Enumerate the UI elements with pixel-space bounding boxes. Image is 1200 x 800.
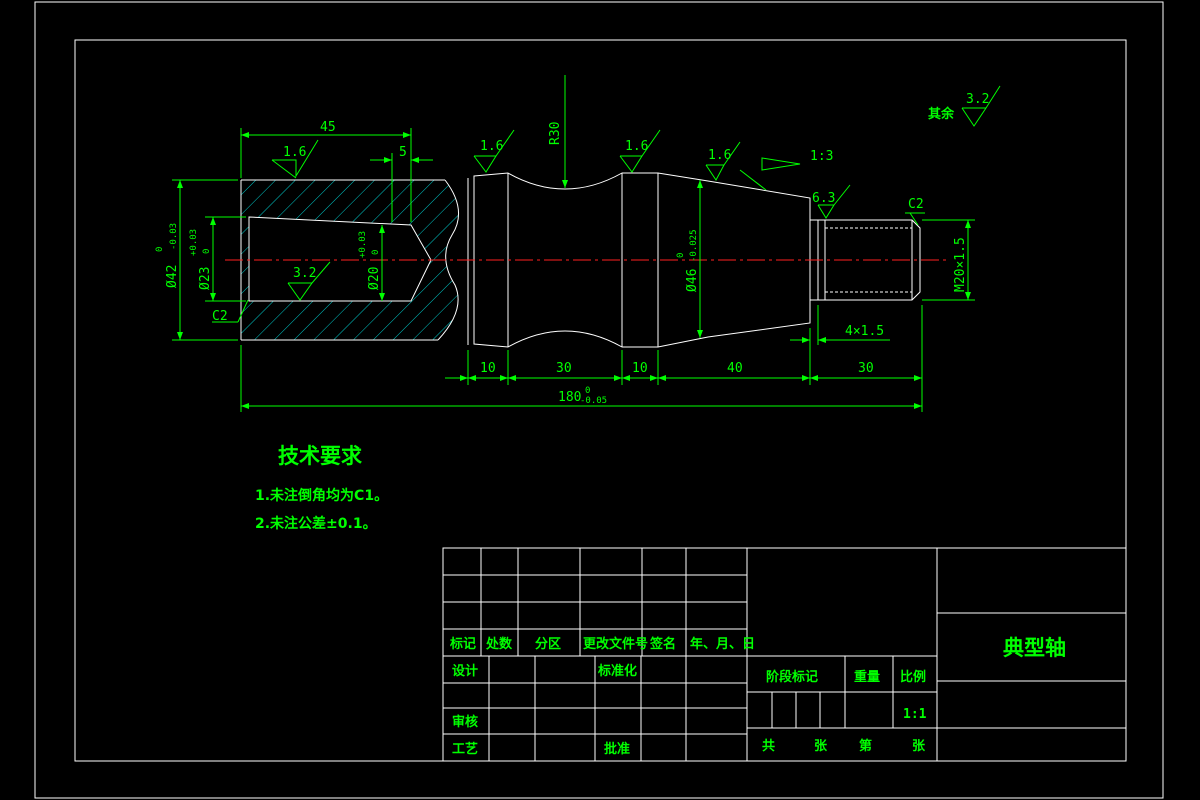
dim-d23-tol-upper: +0.03: [189, 229, 199, 256]
dim-d23: Ø23: [198, 267, 213, 290]
dim-30a: 30: [556, 361, 572, 376]
dim-d46: Ø46: [685, 269, 700, 292]
roughness-5: 1.6: [708, 148, 731, 163]
dim-d20: Ø20: [367, 267, 382, 290]
tb-sheet-no: 第: [859, 738, 872, 754]
tb-count: 处数: [485, 636, 513, 652]
title-block: [442, 547, 1127, 762]
dim-180-tol-lower: -0.05: [580, 396, 607, 406]
dim-5: 5: [399, 145, 407, 160]
dim-r30: R30: [548, 122, 563, 145]
dim-d23-tol-lower: 0: [202, 249, 212, 254]
dim-d42-tol-lower: -0.03: [169, 223, 179, 250]
roughness-1: 1.6: [283, 145, 306, 160]
tb-sign: 签名: [649, 636, 676, 652]
tb-design: 设计: [452, 663, 478, 679]
dim-d46-tol-lower: -0.025: [689, 229, 699, 262]
chamfer-right: C2: [908, 197, 924, 212]
dim-10b: 10: [632, 361, 648, 376]
tb-part-name: 典型轴: [1003, 636, 1066, 660]
roughness-4: 1.6: [625, 139, 648, 154]
taper-ratio: 1:3: [810, 149, 833, 164]
tb-standard: 标准化: [597, 663, 637, 679]
tb-scale-value: 1:1: [903, 707, 927, 722]
roughness-rest-value: 3.2: [966, 92, 989, 107]
tech-title: 技术要求: [278, 444, 362, 468]
dim-180: 180: [558, 390, 581, 405]
tb-process: 工艺: [452, 741, 478, 757]
tb-date: 年、月、日: [690, 636, 755, 652]
roughness-rest-label: 其余: [928, 106, 955, 122]
dim-45: 45: [320, 120, 336, 135]
dim-d46-tol-upper: 0: [676, 253, 686, 258]
tb-doc-no: 更改文件号: [583, 636, 648, 652]
outer-frame: [34, 1, 1164, 799]
dim-10a: 10: [480, 361, 496, 376]
tb-weight: 重量: [854, 669, 880, 685]
dim-thread: M20×1.5: [953, 237, 968, 292]
tb-sheet-unit-2: 张: [912, 739, 926, 754]
roughness-symbols: [271, 85, 1001, 301]
tb-approve: 批准: [604, 741, 630, 757]
dim-30b: 30: [858, 361, 874, 376]
tb-zone: 分区: [535, 636, 561, 652]
roughness-6: 6.3: [812, 191, 835, 206]
roughness-3: 1.6: [480, 139, 503, 154]
dim-d20-tol-lower: 0: [371, 250, 381, 255]
tb-scale: 比例: [900, 669, 926, 685]
dim-d42-tol-upper: 0: [155, 247, 165, 252]
tb-mark: 标记: [449, 636, 476, 652]
tech-line-2: 2.未注公差±0.1。: [255, 515, 377, 532]
dimension-lines: [172, 75, 975, 412]
dim-40: 40: [727, 361, 743, 376]
roughness-2: 3.2: [293, 266, 316, 281]
dim-d20-tol-upper: +0.03: [358, 231, 368, 258]
tech-line-1: 1.未注倒角均为C1。: [255, 487, 388, 504]
tb-review: 审核: [452, 714, 478, 730]
tb-total-sheets: 共: [762, 738, 775, 754]
dim-thread-length: 4×1.5: [845, 324, 884, 339]
dim-180-tol-upper: 0: [585, 386, 590, 396]
tb-stage-mark: 阶段标记: [766, 669, 818, 685]
dim-d42: Ø42: [165, 265, 180, 288]
tb-sheet-unit: 张: [814, 739, 828, 754]
chamfer-left: C2: [212, 309, 228, 324]
